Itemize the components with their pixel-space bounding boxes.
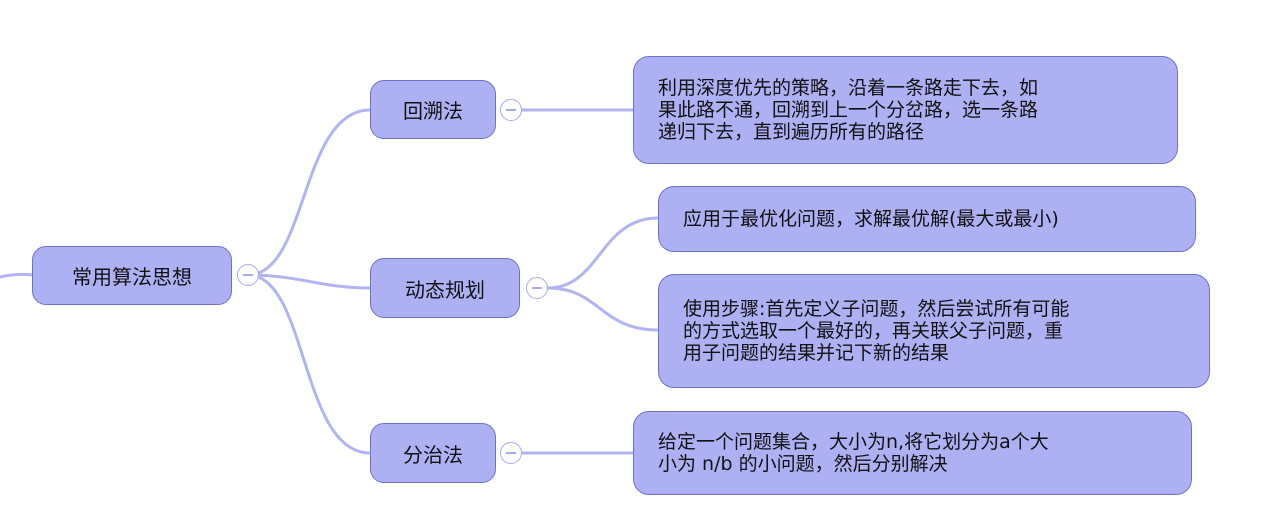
link-root-divide [246,273,372,455]
node-divide-conquer-label: 分治法 [403,442,463,467]
detail-backtracking-text: 利用深度优先的策略，沿着一条路走下去，如 果此路不通，回溯到上一个分岔路，选一条… [658,77,1039,143]
node-backtracking-label: 回溯法 [403,99,463,123]
collapse-icon-root[interactable] [237,264,259,286]
link-dynamic-detail-2 [546,286,660,332]
link-dynamic-detail-1 [546,216,660,290]
link-root-backtracking [246,108,372,277]
node-dynamic-programming[interactable]: 动态规划 [370,258,520,318]
detail-dynamic-application[interactable]: 应用于最优化问题，求解最优解(最大或最小) [658,186,1196,252]
root-node-label: 常用算法思想 [72,265,192,289]
detail-divide-conquer[interactable]: 给定一个问题集合，大小为n,将它划分为a个大 小为 n/b 的小问题，然后分别解… [633,411,1192,495]
node-divide-conquer[interactable]: 分治法 [370,423,496,483]
detail-dynamic-steps-text: 使用步骤:首先定义子问题，然后尝试所有可能 的方式选取一个最好的，再关联父子问题… [683,298,1070,364]
node-dynamic-programming-label: 动态规划 [405,277,485,302]
link-root-dynamic [246,273,372,290]
detail-dynamic-application-text: 应用于最优化问题，求解最优解(最大或最小) [683,208,1059,230]
detail-dynamic-steps[interactable]: 使用步骤:首先定义子问题，然后尝试所有可能 的方式选取一个最好的，再关联父子问题… [658,274,1210,388]
root-node[interactable]: 常用算法思想 [32,246,232,305]
detail-divide-conquer-text: 给定一个问题集合，大小为n,将它划分为a个大 小为 n/b 的小问题，然后分别解… [658,431,1049,475]
node-backtracking[interactable]: 回溯法 [370,80,496,139]
detail-backtracking[interactable]: 利用深度优先的策略，沿着一条路走下去，如 果此路不通，回溯到上一个分岔路，选一条… [633,56,1178,164]
collapse-icon-backtracking[interactable] [500,99,522,121]
collapse-icon-divide-conquer[interactable] [500,442,522,464]
link-incoming [0,272,34,279]
collapse-icon-dynamic-programming[interactable] [526,277,548,299]
